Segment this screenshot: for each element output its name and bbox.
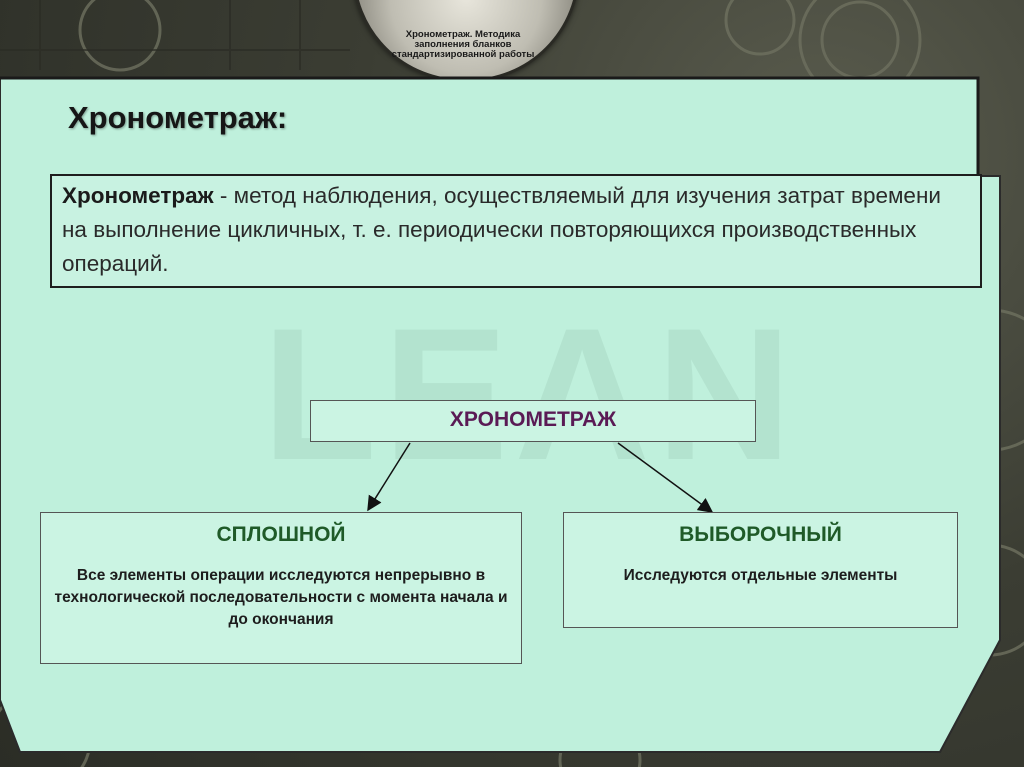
category-desc-selective: Исследуются отдельные элементы xyxy=(563,565,958,587)
category-desc-continuous: Все элементы операции исследуются непрер… xyxy=(52,565,510,631)
category-title-selective: ВЫБОРОЧНЫЙ xyxy=(563,523,958,547)
arrow-to-selective xyxy=(618,443,712,512)
diagram-root-label: ХРОНОМЕТРАЖ xyxy=(310,408,756,432)
category-title-continuous: СПЛОШНОЙ xyxy=(40,523,522,547)
arrow-to-continuous xyxy=(368,443,410,510)
